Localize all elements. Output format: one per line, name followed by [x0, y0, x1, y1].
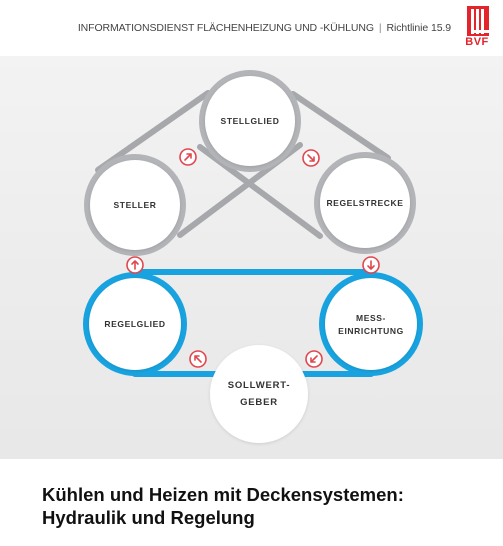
node-sollwertgeber: [210, 345, 308, 443]
flow-arrows: [126, 148, 380, 368]
title-area: Kühlen und Heizen mit Deckensystemen: Hy…: [0, 459, 503, 546]
arrow-sollwertgeber-to-regelglied-icon: [189, 350, 207, 368]
guideline-number: Richtlinie 15.9: [386, 22, 452, 34]
node-regelstrecke: [320, 158, 410, 248]
control-loop-diagram: STELLGLIED STELLER REGELSTRECKE REGELGLI…: [83, 70, 423, 443]
label-regelstrecke: REGELSTRECKE: [326, 198, 403, 208]
outer-loop-nodes: [84, 70, 416, 256]
label-sollwertgeber-line1: SOLLWERT-: [228, 380, 291, 391]
label-stellglied: STELLGLIED: [221, 116, 280, 126]
label-steller: STELLER: [114, 200, 157, 210]
label-messeinrichtung-line2: EINRICHTUNG: [338, 326, 404, 336]
header-line: INFORMATIONSDIENST FLÄCHENHEIZUNG UND -K…: [78, 22, 451, 34]
logo-text: BVF: [465, 36, 489, 48]
label-sollwertgeber-line2: GEBER: [240, 397, 278, 408]
node-stellglied: [205, 76, 295, 166]
arrow-steller-to-stellglied-icon: [179, 148, 197, 166]
arrow-regelglied-to-steller-icon: [126, 256, 144, 274]
label-regelglied: REGELGLIED: [104, 319, 165, 329]
bvf-logo: BVF: [459, 6, 495, 48]
label-messeinrichtung-line1: MESS-: [356, 313, 386, 323]
page-header: INFORMATIONSDIENST FLÄCHENHEIZUNG UND -K…: [0, 0, 503, 56]
belt-stellglied-regelstrecke-top: [290, 91, 391, 161]
title-line-1: Kühlen und Heizen mit Deckensystemen:: [42, 484, 404, 505]
bvf-logo-mark: [467, 6, 489, 36]
node-regelglied: [89, 278, 181, 370]
arrow-messeinrichtung-to-sollwertgeber-icon: [305, 350, 323, 368]
node-messeinrichtung: [325, 278, 417, 370]
logo-stripe-3: [481, 9, 484, 34]
belt-steller-stellglied-top: [95, 90, 211, 173]
document-title: Kühlen und Heizen mit Deckensystemen: Hy…: [42, 483, 404, 529]
arrow-regelstrecke-to-messeinrichtung-icon: [362, 256, 380, 274]
header-separator: |: [378, 22, 382, 34]
node-steller: [90, 160, 180, 250]
inner-loop-nodes: [83, 272, 423, 376]
logo-stripe-2: [476, 9, 479, 34]
logo-stripe-base: [471, 30, 489, 33]
logo-stripe-1: [471, 9, 474, 34]
title-line-2: Hydraulik und Regelung: [42, 507, 255, 528]
publication-name: INFORMATIONSDIENST FLÄCHENHEIZUNG UND -K…: [77, 22, 374, 34]
arrow-stellglied-to-regelstrecke-icon: [302, 149, 320, 167]
